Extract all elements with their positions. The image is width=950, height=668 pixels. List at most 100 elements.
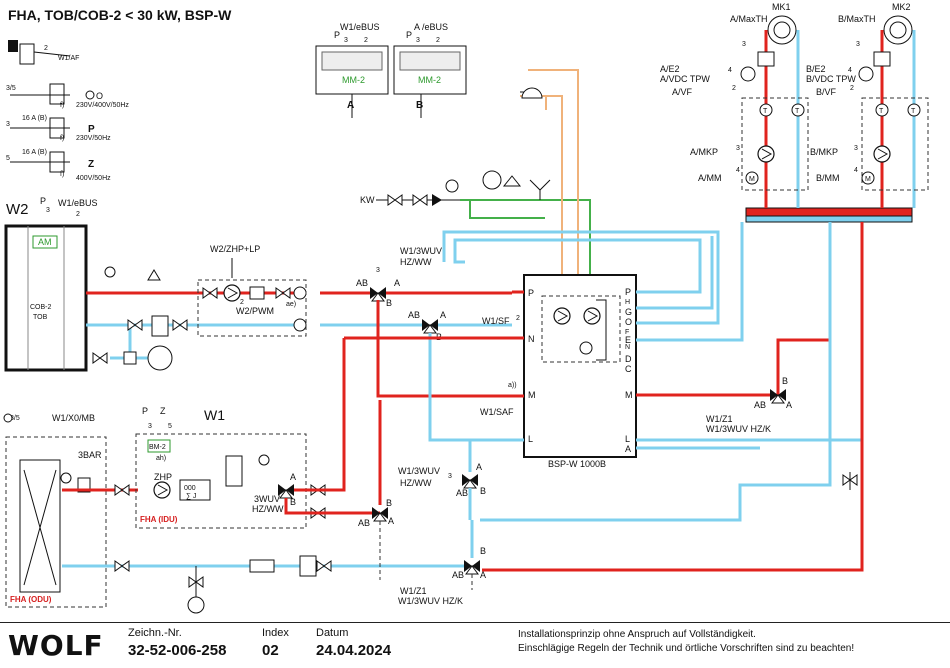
manifold-return <box>745 215 913 223</box>
svg-text:MK1: MK1 <box>772 2 791 12</box>
svg-text:2: 2 <box>436 37 440 44</box>
svg-text:M: M <box>865 176 871 183</box>
svg-text:A: A <box>347 100 354 111</box>
svg-text:3: 3 <box>416 37 420 44</box>
svg-text:MK2: MK2 <box>892 2 911 12</box>
note-line-2: Einschlägige Regeln der Technik und örtl… <box>518 643 855 654</box>
svg-text:A: A <box>290 472 296 482</box>
hp-bus-label: W1/X0/MB <box>52 413 95 423</box>
svg-text:3/5: 3/5 <box>10 415 20 422</box>
svg-text:AB: AB <box>452 570 464 580</box>
svg-text:3: 3 <box>448 473 452 480</box>
svg-text:2: 2 <box>850 85 854 92</box>
svg-text:B/E2: B/E2 <box>806 64 826 74</box>
legend-f-1: f) <box>60 102 64 109</box>
gauge-icon <box>104 266 116 278</box>
heatpump-odu: 3/5 FHA (ODU) <box>3 413 107 608</box>
svg-text:4: 4 <box>854 167 858 174</box>
svg-text:B/VDC TPW: B/VDC TPW <box>806 74 856 84</box>
vent-icon <box>147 269 161 281</box>
svg-text:B/MM: B/MM <box>816 173 840 183</box>
svg-text:AB: AB <box>408 310 420 320</box>
legend-f-2: f) <box>60 135 64 142</box>
saf-label: W1/SAF <box>480 407 514 417</box>
svg-text:B: B <box>782 376 788 386</box>
svg-text:T: T <box>795 108 800 115</box>
svg-text:HZ/WW: HZ/WW <box>400 478 432 488</box>
svg-text:Z: Z <box>160 406 166 416</box>
svg-text:2: 2 <box>516 315 520 322</box>
gauge-icon <box>445 179 459 193</box>
svg-text:W1/3WUV: W1/3WUV <box>400 246 442 256</box>
svg-text:5: 5 <box>168 423 172 430</box>
svg-text:COB-2: COB-2 <box>30 304 52 311</box>
svg-text:AB: AB <box>358 518 370 528</box>
svg-text:D: D <box>625 354 632 364</box>
svg-text:BM-2: BM-2 <box>149 444 166 451</box>
legend-symbol-p: P <box>88 124 95 135</box>
svg-text:A: A <box>625 444 631 454</box>
svg-text:B: B <box>416 100 423 111</box>
svg-text:M: M <box>528 390 536 400</box>
gauge-icon <box>60 472 72 484</box>
svg-text:FHA (ODU): FHA (ODU) <box>10 595 52 604</box>
svg-text:H: H <box>625 299 630 306</box>
svg-text:G: G <box>625 307 632 317</box>
svg-text:W1/eBUS: W1/eBUS <box>340 22 380 32</box>
pump-group-pwm: W2/PWM <box>236 306 274 316</box>
date-label: Datum <box>316 627 349 639</box>
svg-text:a)): a)) <box>508 382 517 389</box>
svg-text:B/VF: B/VF <box>816 87 837 97</box>
safety-valve-label: 3BAR <box>78 450 102 460</box>
pump-group-label: W2/ZHP+LP <box>210 244 260 254</box>
svg-text:B/MKP: B/MKP <box>810 147 838 157</box>
svg-text:4: 4 <box>736 167 740 174</box>
expansion-vessel-icon <box>187 596 205 614</box>
svg-text:3: 3 <box>344 37 348 44</box>
svg-text:M: M <box>625 390 633 400</box>
solar-collector-icon <box>521 87 543 99</box>
svg-text:3: 3 <box>736 145 740 152</box>
svg-text:AB: AB <box>754 400 766 410</box>
svg-text:MM-2: MM-2 <box>418 75 441 85</box>
svg-text:HZ/WW: HZ/WW <box>252 504 284 514</box>
heatpump-idu: P Z 3 5 W1 BM-2 ah) ZHP 000 ∑ J A B 3WUV… <box>135 406 307 529</box>
svg-text:M: M <box>749 176 755 183</box>
svg-text:N: N <box>528 334 535 344</box>
svg-text:P: P <box>142 406 148 416</box>
legend-fuse-1: 16 A (B) <box>22 115 47 122</box>
svg-text:TOB: TOB <box>33 314 48 321</box>
legend-block: 2 W1/AF 3/5 O f) 230V/400V/50Hz 3 16 A (… <box>6 40 129 182</box>
fuse-icon <box>49 151 65 173</box>
svg-text:A/E2: A/E2 <box>660 64 680 74</box>
legend-w1-af: W1/AF <box>58 55 79 62</box>
title-block: WOLF Zeichn.-Nr. 32-52-006-258 Index 02 … <box>0 622 950 668</box>
three-way-valve <box>421 318 439 334</box>
legend-fuse-2: 16 A (B) <box>22 149 47 156</box>
storage-ports-right: P H G O F E N D C M L A <box>625 287 633 454</box>
three-way-valve <box>369 286 387 302</box>
sensor-icon <box>293 286 307 300</box>
svg-text:W1: W1 <box>204 407 225 423</box>
svg-text:3: 3 <box>742 41 746 48</box>
svg-text:A/MKP: A/MKP <box>690 147 718 157</box>
three-way-valve <box>371 506 389 522</box>
fuse-icon <box>49 117 65 139</box>
svg-text:P: P <box>334 30 340 40</box>
expansion-vessel-icon <box>147 345 173 371</box>
svg-text:B: B <box>480 486 486 496</box>
svg-text:W1/Z1: W1/Z1 <box>706 414 733 424</box>
sf-label: W1/SF <box>482 316 510 326</box>
drawing-no-label: Zeichn.-Nr. <box>128 627 182 639</box>
legend-symbol-o: O <box>96 91 103 101</box>
svg-text:A: A <box>476 462 482 472</box>
svg-text:3: 3 <box>856 41 860 48</box>
svg-text:ah): ah) <box>156 455 166 462</box>
svg-text:3: 3 <box>148 423 152 430</box>
pump-group-frame <box>197 279 307 337</box>
hydraulic-diagram: FHA, TOB/COB-2 < 30 kW, BSP-W 2 W1/AF 3/… <box>3 2 929 614</box>
svg-text:P: P <box>406 30 412 40</box>
filter-icon <box>151 315 169 337</box>
svg-text:L: L <box>528 434 533 444</box>
sensor-icon <box>293 318 307 332</box>
